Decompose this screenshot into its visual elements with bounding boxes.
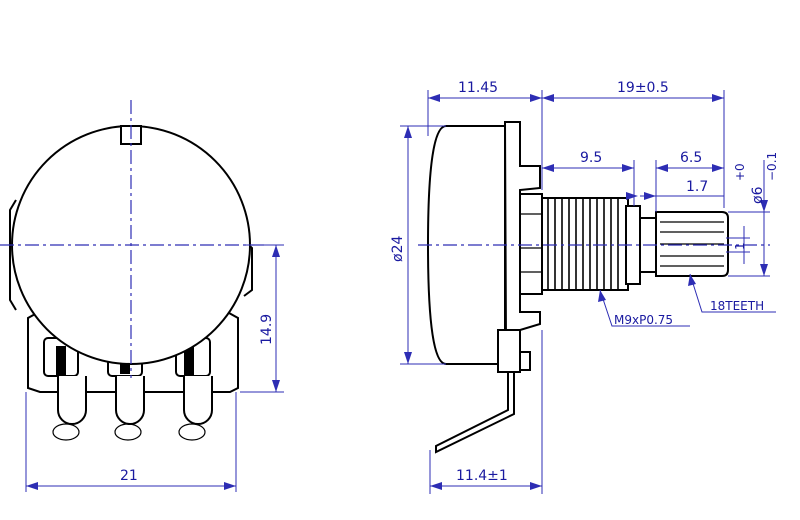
lug-slot-left: [56, 346, 66, 376]
lug-hole-left: [52, 423, 80, 441]
lug-slot-right: [184, 346, 194, 376]
side-bushing: [541, 197, 629, 291]
shaft-length-dimension: 19±0.5: [542, 80, 725, 208]
front-width-label: 21: [120, 468, 138, 484]
side-nut: [519, 193, 543, 295]
lug-tail-left: [57, 376, 87, 425]
terminal-dimension: 11.4±1: [429, 330, 543, 494]
side-terminal-base: [497, 329, 521, 373]
thread-label: M9xP0.75: [614, 313, 673, 327]
lug-tail-middle: [115, 376, 145, 425]
shaft-length-label: 19±0.5: [617, 80, 669, 96]
body-depth-dimension: 11.45: [427, 80, 543, 190]
tolerance-lower-label: −0.1: [765, 152, 779, 181]
shaft-diameter-label: ø6: [750, 186, 766, 204]
body-depth-label: 11.45: [458, 80, 498, 96]
bushing-dimension: 9.5: [542, 150, 635, 206]
lug-hole-right: [178, 423, 206, 441]
knurl-length-dimension: 6.5: [655, 150, 724, 212]
terminal-label: 11.4±1: [456, 468, 508, 484]
side-can: [426, 125, 506, 365]
slot-dimension: 1: [726, 226, 750, 264]
front-view: 21 14.9: [0, 100, 284, 492]
front-ear-left: [9, 199, 17, 311]
thread-callout: M9xP0.75: [598, 289, 690, 327]
shaft-diameter-dimension: ø6 +0 −0.1: [728, 152, 779, 277]
slot-label: 1: [733, 242, 747, 250]
tolerance-upper-label: +0: [733, 163, 747, 181]
knurl-length-label: 6.5: [680, 150, 702, 166]
diameter-label: ø24: [390, 236, 406, 262]
side-view: 11.45 19±0.5 9.5 6.5: [390, 80, 779, 494]
bushing-threads: [547, 199, 619, 289]
knurl-lines: [660, 221, 724, 267]
front-height-dimension: 14.9: [240, 244, 284, 393]
side-terminal-lug: [519, 351, 531, 371]
bushing-label: 9.5: [580, 150, 602, 166]
teeth-label: 18TEETH: [710, 299, 764, 313]
terminal-lugs: [43, 337, 213, 441]
tip-dimension: 1.7: [626, 179, 724, 200]
tip-label: 1.7: [686, 179, 708, 195]
lug-tail-right: [183, 376, 213, 425]
lug-hole-middle: [114, 423, 142, 441]
front-height-label: 14.9: [259, 314, 275, 345]
lug-slot-middle: [120, 356, 130, 374]
front-width-dimension: 21: [25, 392, 237, 492]
diameter-dimension: ø24: [390, 125, 446, 365]
teeth-callout: 18TEETH: [688, 273, 776, 313]
